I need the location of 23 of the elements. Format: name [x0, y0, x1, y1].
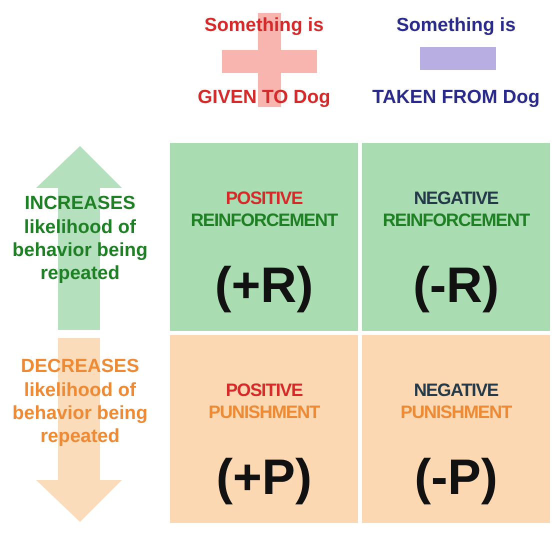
cell-title: NEGATIVE — [414, 187, 498, 209]
column-heading: TAKEN FROM Dog — [371, 86, 541, 109]
cell-symbol: (-P) — [414, 449, 498, 505]
cell-title: PUNISHMENT — [400, 401, 512, 423]
matrix-cell — [362, 335, 550, 523]
cell-symbol: (+P) — [216, 449, 312, 505]
cell-symbol: (+R) — [214, 257, 314, 313]
cell-symbol: (-R) — [412, 257, 500, 313]
cell-title: PUNISHMENT — [208, 401, 320, 423]
matrix-cell — [170, 335, 358, 523]
row-heading: DECREASES — [20, 356, 140, 378]
matrix-cell — [170, 143, 358, 331]
cell-title: REINFORCEMENT — [382, 209, 530, 231]
row-description: likelihood of behavior being repeated — [11, 216, 149, 285]
matrix-cell — [362, 143, 550, 331]
cell-title: POSITIVE — [226, 379, 302, 401]
row-description: likelihood of behavior being repeated — [11, 379, 149, 448]
cell-title: REINFORCEMENT — [190, 209, 338, 231]
row-heading: INCREASES — [24, 193, 136, 215]
column-heading: Something is — [203, 14, 325, 38]
column-heading: Something is — [395, 14, 517, 38]
cell-title: POSITIVE — [226, 187, 302, 209]
cell-title: NEGATIVE — [414, 379, 498, 401]
